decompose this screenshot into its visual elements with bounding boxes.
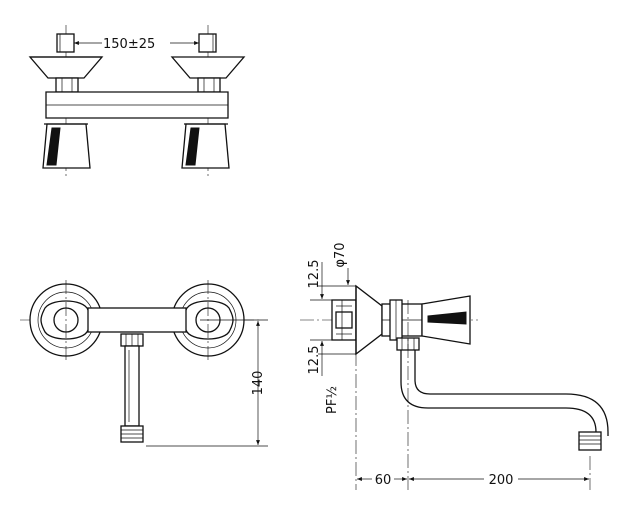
dim-pipe-thread: PF½ <box>325 386 340 414</box>
dim-diameter-70: φ70 <box>333 242 348 267</box>
dim-upper-12-5: 12.5 <box>307 260 322 289</box>
dim-reach-200: 200 <box>489 473 514 488</box>
dim-spacing-label: 150±25 <box>103 37 155 52</box>
top-view: 150±25 <box>28 25 246 178</box>
plan-view: 140 <box>20 280 268 447</box>
dim-offset-60: 60 <box>375 473 392 488</box>
side-view: 60 200 12.5 φ70 12.5 PF½ <box>300 242 609 490</box>
dim-lower-12-5: 12.5 <box>307 346 322 375</box>
dim-height-140: 140 <box>251 371 266 396</box>
